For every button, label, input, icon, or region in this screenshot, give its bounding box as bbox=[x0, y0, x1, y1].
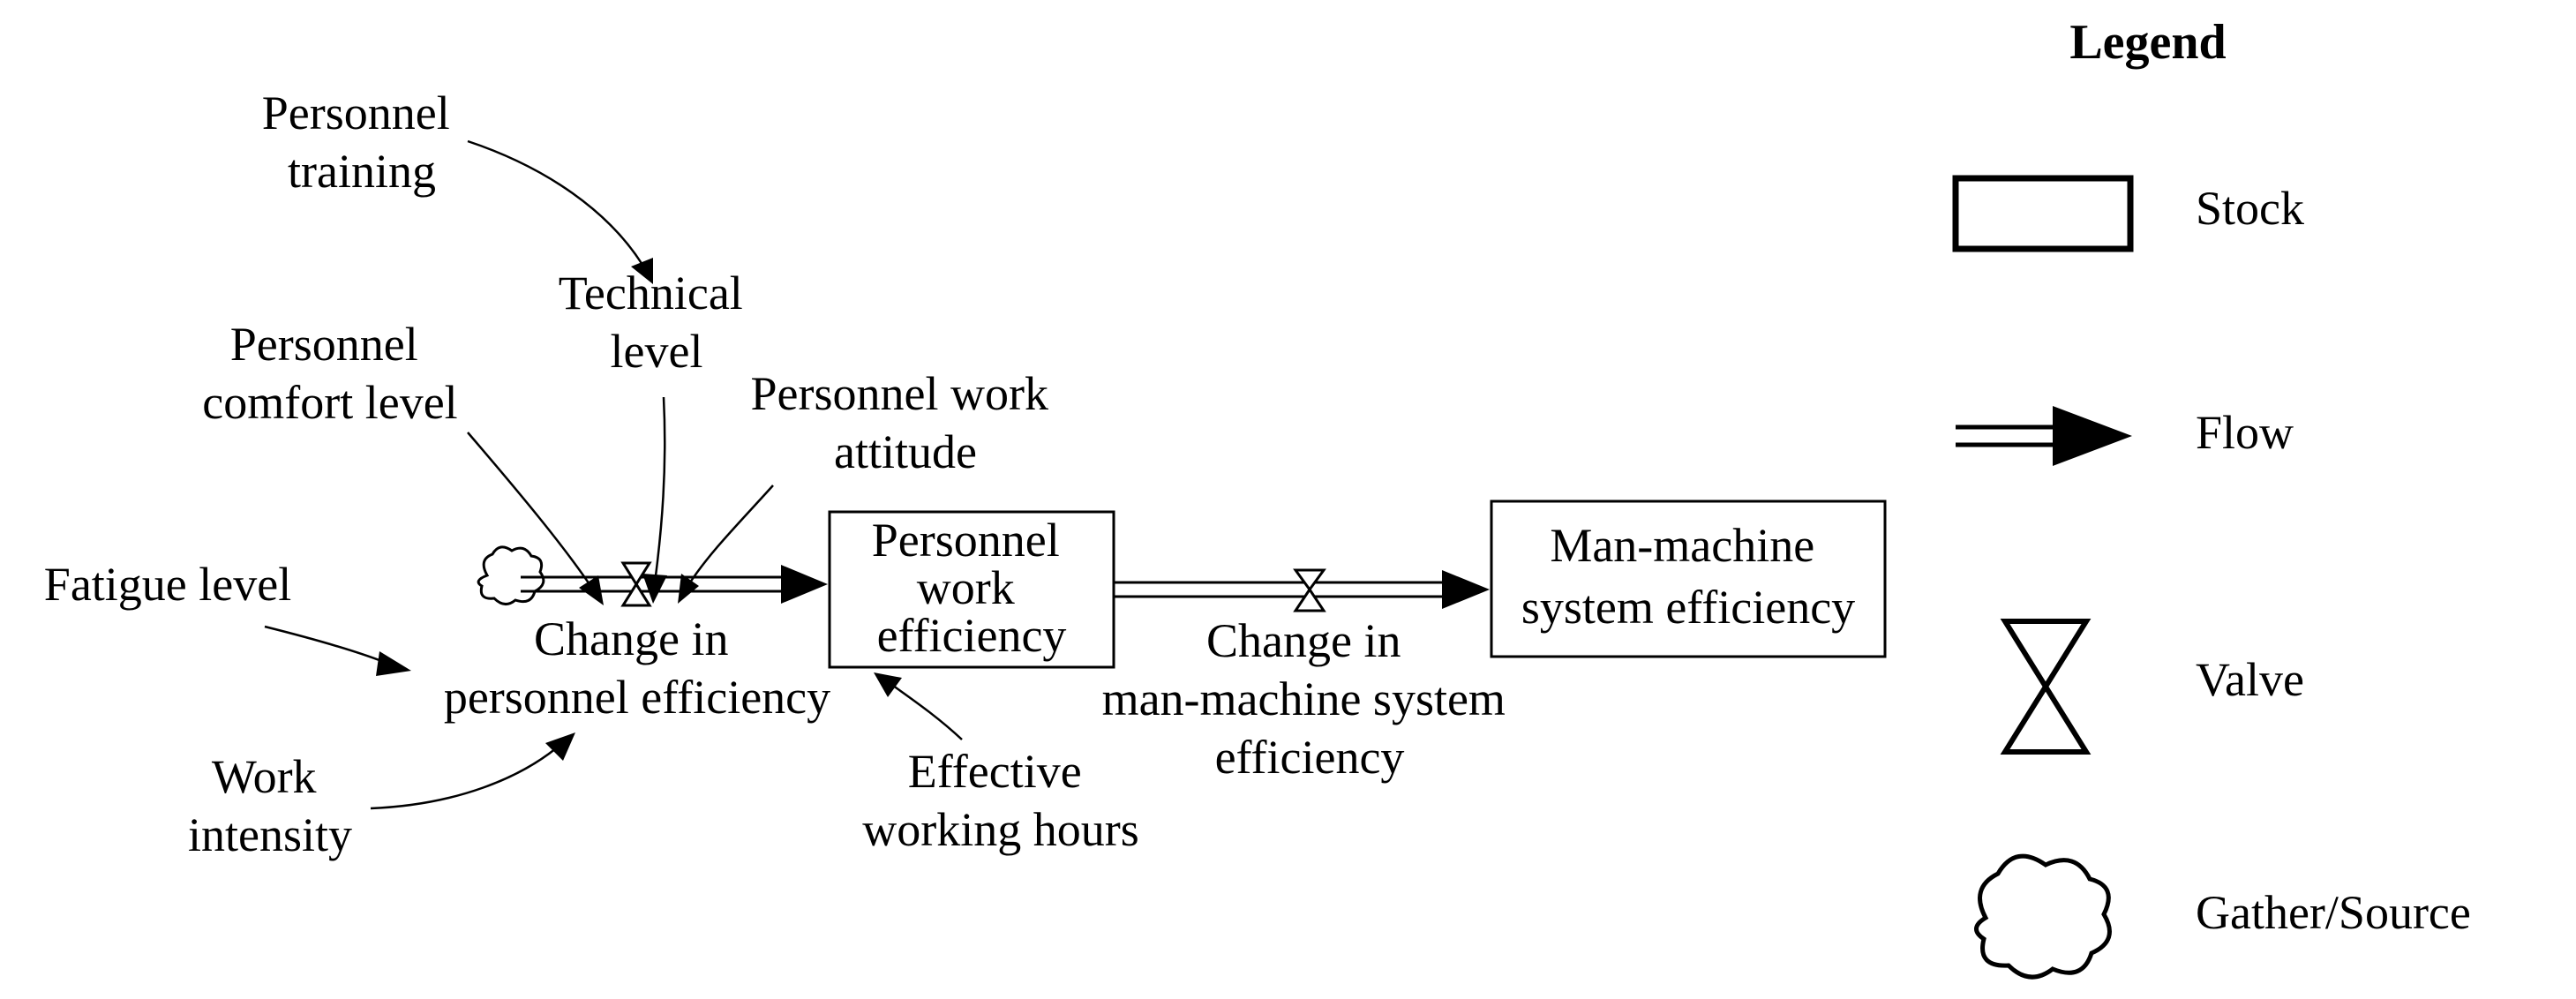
label-personnel-work-attitude: Personnel work attitude bbox=[751, 367, 1061, 478]
link-comfort-to-change bbox=[467, 432, 604, 605]
label-personnel-work-efficiency: Personnel work efficiency bbox=[872, 514, 1071, 662]
valve-mm-system-efficiency-icon bbox=[1293, 568, 1326, 612]
link-hours-to-efficiency bbox=[874, 672, 963, 740]
valve-personnel-efficiency-icon bbox=[620, 561, 652, 607]
link-fatigue-to-change bbox=[264, 625, 411, 676]
label-effective-working-hours: Effective working hours bbox=[862, 745, 1138, 856]
label-mm-system-efficiency: Man-machine system efficiency bbox=[1521, 519, 1855, 634]
legend-label-valve: Valve bbox=[2196, 653, 2304, 706]
legend-label-stock: Stock bbox=[2196, 182, 2304, 235]
flow-pipe-personnel-efficiency bbox=[521, 565, 828, 604]
label-personnel-comfort-level: Personnel comfort level bbox=[202, 318, 457, 429]
link-technical-to-change bbox=[642, 396, 667, 604]
flow-pipe-mm-system-efficiency bbox=[1114, 570, 1490, 609]
label-work-intensity: Work intensity bbox=[188, 750, 352, 861]
label-change-in-personnel-efficiency: Change in personnel efficiency bbox=[444, 612, 830, 724]
legend-label-gather-source: Gather/Source bbox=[2196, 886, 2471, 939]
legend-label-flow: Flow bbox=[2196, 406, 2294, 459]
label-technical-level: Technical level bbox=[559, 267, 755, 378]
flow-arrow-icon bbox=[1956, 406, 2132, 466]
legend: Legend Stock Flow Valve Gather/Source bbox=[1952, 15, 2471, 980]
legend-title: Legend bbox=[2069, 15, 2226, 70]
stock-mm-system-efficiency bbox=[1490, 500, 1887, 658]
label-fatigue-level: Fatigue level bbox=[44, 558, 291, 611]
label-personnel-training: Personnel training bbox=[262, 86, 462, 198]
stock-box-icon bbox=[1952, 175, 2134, 252]
link-intensity-to-change bbox=[370, 732, 575, 810]
source-cloud-icon bbox=[477, 545, 545, 605]
link-attitude-to-change bbox=[678, 484, 774, 604]
link-training-to-technical bbox=[467, 139, 653, 284]
label-change-in-mm-system-efficiency: Change in man-machine system efficiency bbox=[1102, 614, 1518, 784]
valve-icon bbox=[2000, 619, 2092, 755]
stock-personnel-work-efficiency bbox=[828, 510, 1115, 669]
cloud-source-icon bbox=[1974, 853, 2112, 980]
